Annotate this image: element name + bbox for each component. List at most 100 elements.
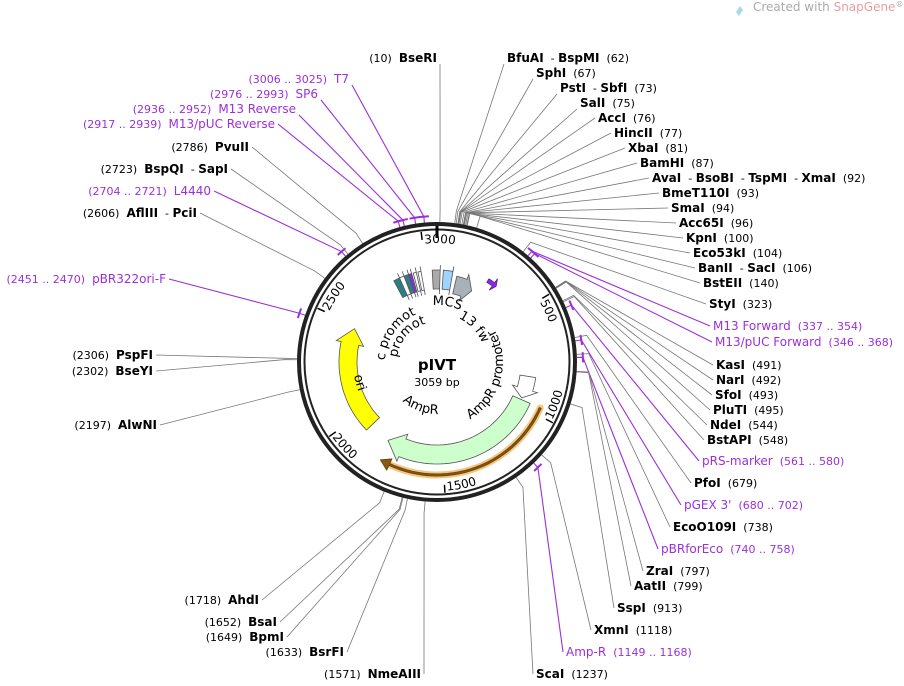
ampr-label-text: AmpR [400, 392, 439, 418]
primer-label[interactable]: pRS-marker (561 .. 580) [702, 454, 844, 468]
enzyme-label[interactable]: (10) BseRI [369, 51, 437, 65]
site-name: BanII [698, 261, 733, 275]
site-name: NarI [716, 373, 745, 387]
site-name: L4440 [174, 184, 211, 198]
leader-line [261, 491, 385, 601]
site-name-alt: SacI [747, 261, 775, 275]
enzyme-label[interactable]: PluTI (495) [713, 403, 784, 417]
site-position: (680 .. 702) [738, 499, 803, 512]
site-position: (93) [737, 187, 760, 200]
enzyme-label[interactable]: SphI (67) [536, 66, 596, 80]
primer-label[interactable]: (3006 .. 3025) T7 [248, 72, 349, 86]
enzyme-label[interactable]: Eco53kI (104) [693, 246, 782, 260]
leader-line [565, 304, 700, 462]
enzyme-label[interactable]: BmeT110I (93) [662, 186, 759, 200]
enzyme-label[interactable]: BstAPI (548) [707, 433, 788, 447]
site-name: SphI [536, 66, 566, 80]
enzyme-label[interactable]: XmnI (1118) [594, 623, 672, 637]
site-position: (2306) [72, 349, 109, 362]
leader-line [351, 84, 425, 223]
primer-mark [530, 249, 540, 258]
enzyme-label[interactable]: KasI (491) [716, 358, 782, 372]
enzyme-label[interactable]: AvaI - BsoBI - TspMI - XmaI (92) [652, 171, 865, 185]
site-position: (96) [731, 217, 754, 230]
enzyme-label[interactable]: BamHI (87) [640, 156, 714, 170]
enzyme-label[interactable]: AccI (76) [598, 111, 656, 125]
primer-label[interactable]: (2917 .. 2939) M13/pUC Reverse [83, 117, 275, 131]
primer-mark [397, 217, 409, 223]
enzyme-label[interactable]: PstI - SbfI (73) [560, 81, 657, 95]
enzyme-label[interactable]: BstEII (140) [703, 276, 779, 290]
site-position: (493) [749, 389, 779, 402]
site-name-alt: XmaI [802, 171, 836, 185]
site-position: (2976 .. 2993) [210, 88, 289, 101]
enzyme-label[interactable]: XbaI (81) [628, 141, 688, 155]
primer-label[interactable]: (2976 .. 2993) SP6 [210, 87, 318, 101]
site-position: (323) [743, 298, 773, 311]
site-position: (87) [691, 157, 714, 170]
site-position: (913) [653, 602, 683, 615]
enzyme-label[interactable]: HincII (77) [614, 126, 682, 140]
leader-line [320, 99, 417, 224]
enzyme-label[interactable]: KpnI (100) [686, 231, 754, 245]
t7-promoter-box [412, 267, 423, 296]
site-position: (100) [724, 232, 754, 245]
enzyme-label[interactable]: (2302) BseYI [72, 364, 153, 378]
primer-label[interactable]: (2704 .. 2721) L4440 [88, 184, 211, 198]
enzyme-label[interactable]: BfuAI - BspMI (62) [507, 51, 629, 65]
primer-label[interactable]: M13/pUC Forward (346 .. 368) [715, 335, 893, 349]
site-position: (2197) [74, 419, 111, 432]
primer-label[interactable]: Amp-R (1149 .. 1168) [566, 645, 692, 659]
site-name: BspQI [144, 162, 184, 176]
site-position: (1118) [636, 624, 673, 637]
enzyme-label[interactable]: NdeI (544) [710, 418, 778, 432]
enzyme-label[interactable]: StyI (323) [709, 297, 772, 311]
enzyme-label[interactable]: (1649) BpmI [206, 630, 284, 644]
leader-line [286, 497, 404, 638]
site-name: BseRI [399, 51, 437, 65]
enzyme-label[interactable]: (1652) BsaI [205, 615, 277, 629]
mcs-label: MCS [433, 294, 465, 314]
enzyme-label[interactable]: ZraI (797) [646, 564, 710, 578]
enzyme-label[interactable]: EcoO109I (738) [673, 520, 773, 534]
site-position: (104) [753, 247, 783, 260]
ring-outer [297, 222, 577, 502]
site-position: (1649) [206, 631, 243, 644]
enzyme-label[interactable]: PfoI (679) [694, 476, 757, 490]
primer-label[interactable]: pGEX 3' (680 .. 702) [684, 498, 803, 512]
enzyme-label[interactable]: BanII - SacI (106) [698, 261, 812, 275]
enzyme-label[interactable]: Acc65I (96) [679, 216, 753, 230]
enzyme-label[interactable]: (2606) AflIII - PciI [83, 206, 197, 220]
site-name: M13/pUC Reverse [169, 117, 276, 131]
site-position: (346 .. 368) [829, 336, 894, 349]
primer-label[interactable]: pBRforEco (740 .. 758) [661, 542, 795, 556]
site-name: SP6 [296, 87, 319, 101]
enzyme-label[interactable]: (1718) AhdI [185, 593, 259, 607]
plasmid-name: pIVT [418, 356, 457, 374]
enzyme-label[interactable]: SalI (75) [580, 96, 635, 110]
site-position: (1633) [266, 646, 303, 659]
primer-label[interactable]: (2936 .. 2952) M13 Reverse [133, 102, 296, 116]
enzyme-label[interactable]: SmaI (94) [671, 201, 734, 215]
enzyme-label[interactable]: (1633) BsrFI [266, 645, 344, 659]
enzyme-label[interactable]: AatII (799) [634, 579, 703, 593]
ori-label: ori [350, 373, 369, 393]
enzyme-label[interactable]: NarI (492) [716, 373, 781, 387]
primer-label[interactable]: (2451 .. 2470) pBR322ori-F [7, 272, 167, 286]
enzyme-label[interactable]: SspI (913) [617, 601, 682, 615]
enzyme-label[interactable]: SfoI (493) [715, 388, 778, 402]
tick-label-text: 1500 [446, 474, 478, 494]
leader-line [458, 132, 612, 224]
leader-line [555, 281, 711, 411]
site-position: (94) [712, 202, 735, 215]
enzyme-label[interactable]: (1571) NmeAIII [324, 667, 421, 681]
enzyme-label[interactable]: (2786) PvuII [171, 140, 249, 154]
site-name: pBR322ori-F [92, 272, 166, 286]
enzyme-label[interactable]: ScaI (1237) [536, 667, 608, 681]
site-position: (76) [633, 112, 656, 125]
primer-label[interactable]: M13 Forward (337 .. 354) [713, 319, 862, 333]
enzyme-label[interactable]: (2197) AlwNI [74, 418, 157, 432]
enzyme-label[interactable]: (2723) BspQI - SapI [101, 162, 228, 176]
leader-line [251, 146, 363, 244]
enzyme-label[interactable]: (2306) PspFI [72, 348, 153, 362]
